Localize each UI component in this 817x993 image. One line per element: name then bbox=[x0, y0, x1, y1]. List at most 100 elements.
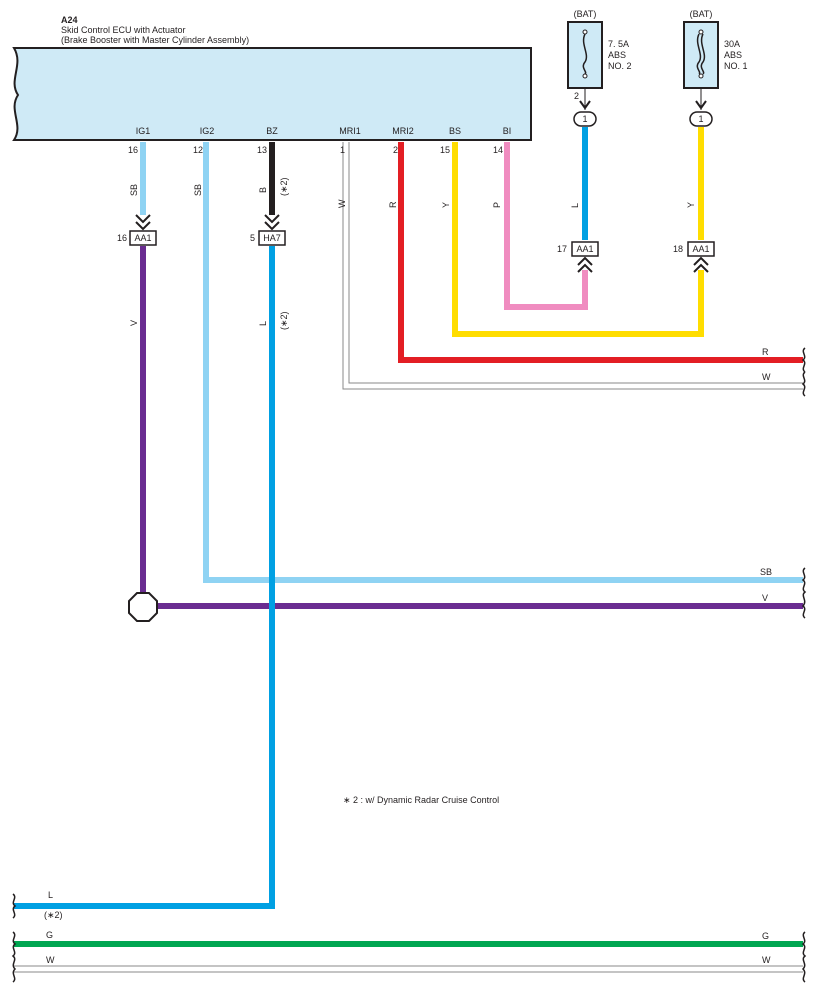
pin-num-bz: 13 bbox=[257, 145, 267, 155]
fuse2-source: (BAT) bbox=[690, 9, 713, 19]
pin-label-bs: BS bbox=[449, 126, 461, 136]
left-edge: L (∗2) G W bbox=[11, 890, 63, 983]
pin-num-ig2: 12 bbox=[193, 145, 203, 155]
connector-ha7-5-pin: 5 bbox=[250, 233, 255, 243]
ecu-subname: (Brake Booster with Master Cylinder Asse… bbox=[61, 35, 249, 45]
wire-bs-y bbox=[452, 142, 704, 337]
splice-point bbox=[128, 592, 158, 622]
connector-ha7-5: HA7 5 bbox=[250, 214, 286, 246]
ecu-block: A24 Skid Control ECU with Actuator (Brak… bbox=[12, 15, 532, 141]
connector-aa1-17-pin: 17 bbox=[557, 244, 567, 254]
fuse2-junction-num: 1 bbox=[698, 114, 703, 124]
label-ig2-sb: SB bbox=[193, 184, 203, 196]
connector-aa1-17: AA1 17 bbox=[557, 241, 599, 273]
pin-num-bi: 14 bbox=[493, 145, 503, 155]
fuse1-junction bbox=[573, 111, 597, 127]
label-bz-l: L bbox=[258, 321, 268, 326]
fuse2-arrow-icon bbox=[695, 100, 707, 110]
pin-num-mri1: 1 bbox=[340, 145, 345, 155]
footnote: ∗ 2 : w/ Dynamic Radar Cruise Control bbox=[343, 795, 499, 805]
ecu-code: A24 bbox=[61, 15, 78, 25]
pin-label-bz: BZ bbox=[266, 126, 278, 136]
fuse1-line1: ABS bbox=[608, 50, 626, 60]
connector-aa1-17-box bbox=[571, 241, 599, 257]
fuse2-junction bbox=[689, 111, 713, 127]
connector-aa1-16-pin: 16 bbox=[117, 233, 127, 243]
connector-aa1-16-box bbox=[129, 230, 157, 246]
fuse-abs-no1: (BAT) 30A ABS NO. 1 1 bbox=[683, 9, 748, 127]
wire-ig2-sb bbox=[203, 142, 803, 583]
fuse1-pin: 2 bbox=[574, 91, 579, 101]
label-fuse2-y: Y bbox=[686, 202, 696, 208]
wire-bi-p bbox=[504, 142, 588, 310]
connector-aa1-18-box bbox=[687, 241, 715, 257]
label-fuse1-l: L bbox=[570, 203, 580, 208]
fuse1-source: (BAT) bbox=[574, 9, 597, 19]
pin-label-bi: BI bbox=[503, 126, 512, 136]
label-ig1-v: V bbox=[129, 320, 139, 326]
fuse1-terminal-bottom bbox=[582, 73, 588, 79]
fuse1-element-icon bbox=[582, 33, 588, 75]
pin-label-mri1: MRI1 bbox=[339, 126, 361, 136]
left-break-icon-2 bbox=[11, 931, 17, 983]
pin-label-ig2: IG2 bbox=[200, 126, 215, 136]
left-label-g: G bbox=[46, 930, 53, 940]
right-edge: R W SB V G W bbox=[760, 347, 807, 983]
right-label-v: V bbox=[762, 593, 768, 603]
fuse1-terminal-top bbox=[582, 29, 588, 35]
label-bi-p: P bbox=[492, 202, 502, 208]
fuse2-amp: 30A bbox=[724, 39, 740, 49]
pin-label-mri2: MRI2 bbox=[392, 126, 414, 136]
fuse2-line2: NO. 1 bbox=[724, 61, 748, 71]
right-label-r: R bbox=[762, 347, 769, 357]
fuse2-line1: ABS bbox=[724, 50, 742, 60]
pin-num-ig1: 16 bbox=[128, 145, 138, 155]
fuse2-element-icon bbox=[696, 33, 706, 75]
label-mri2-r: R bbox=[388, 201, 398, 208]
left-break-icon-1 bbox=[12, 893, 17, 919]
label-bz-b: B bbox=[258, 187, 268, 193]
connector-aa1-18-arrow-icon bbox=[693, 256, 709, 273]
pin-num-mri2: 2 bbox=[393, 145, 398, 155]
left-label-l-note: (∗2) bbox=[44, 910, 63, 920]
right-label-w: W bbox=[762, 372, 771, 382]
connector-aa1-17-arrow-icon bbox=[577, 256, 593, 273]
wire-mri1-w-inner bbox=[348, 142, 803, 384]
right-break-icon-2 bbox=[801, 567, 807, 619]
fuse2-terminal-bottom bbox=[698, 73, 704, 79]
fuse1-amp: 7. 5A bbox=[608, 39, 629, 49]
fuse-abs-no2: (BAT) 7. 5A ABS NO. 2 2 1 bbox=[567, 9, 632, 127]
left-label-w: W bbox=[46, 955, 55, 965]
wire-mri2-r bbox=[398, 142, 803, 363]
wire-bz-l bbox=[14, 246, 275, 909]
connector-ha7-5-box bbox=[258, 230, 286, 246]
label-ig1-sb: SB bbox=[129, 184, 139, 196]
right-label-w-bottom: W bbox=[762, 955, 771, 965]
connector-aa1-18-pin: 18 bbox=[673, 244, 683, 254]
ecu-pins: IG1 IG2 BZ MRI1 MRI2 BS BI 16 12 13 1 2 … bbox=[128, 126, 511, 155]
left-label-l: L bbox=[48, 890, 53, 900]
ecu-name: Skid Control ECU with Actuator bbox=[61, 25, 186, 35]
label-bz-l-note: (∗2) bbox=[279, 311, 289, 330]
label-bz-note: (∗2) bbox=[279, 177, 289, 196]
pin-num-bs: 15 bbox=[440, 145, 450, 155]
fuse1-junction-num: 1 bbox=[582, 114, 587, 124]
ecu-box bbox=[12, 47, 532, 141]
right-label-sb: SB bbox=[760, 567, 772, 577]
label-mri1-w: W bbox=[337, 199, 347, 208]
wires bbox=[14, 127, 803, 973]
fuse1-arrow-icon bbox=[579, 100, 591, 110]
wire-labels: SB SB B (∗2) W R Y P L Y V L (∗2) bbox=[129, 177, 696, 330]
connector-aa1-17-id: AA1 bbox=[576, 244, 593, 254]
connector-aa1-18-id: AA1 bbox=[692, 244, 709, 254]
fuse1-line2: NO. 2 bbox=[608, 61, 632, 71]
fuse2-terminal-top bbox=[698, 29, 704, 35]
connector-aa1-16: AA1 16 bbox=[117, 214, 157, 246]
connector-aa1-18: AA1 18 bbox=[673, 241, 715, 273]
label-bs-y: Y bbox=[441, 202, 451, 208]
wire-mri1-w bbox=[342, 142, 803, 390]
connector-aa1-16-id: AA1 bbox=[134, 233, 151, 243]
connector-ha7-5-arrow-icon bbox=[264, 214, 280, 231]
right-label-g: G bbox=[762, 931, 769, 941]
